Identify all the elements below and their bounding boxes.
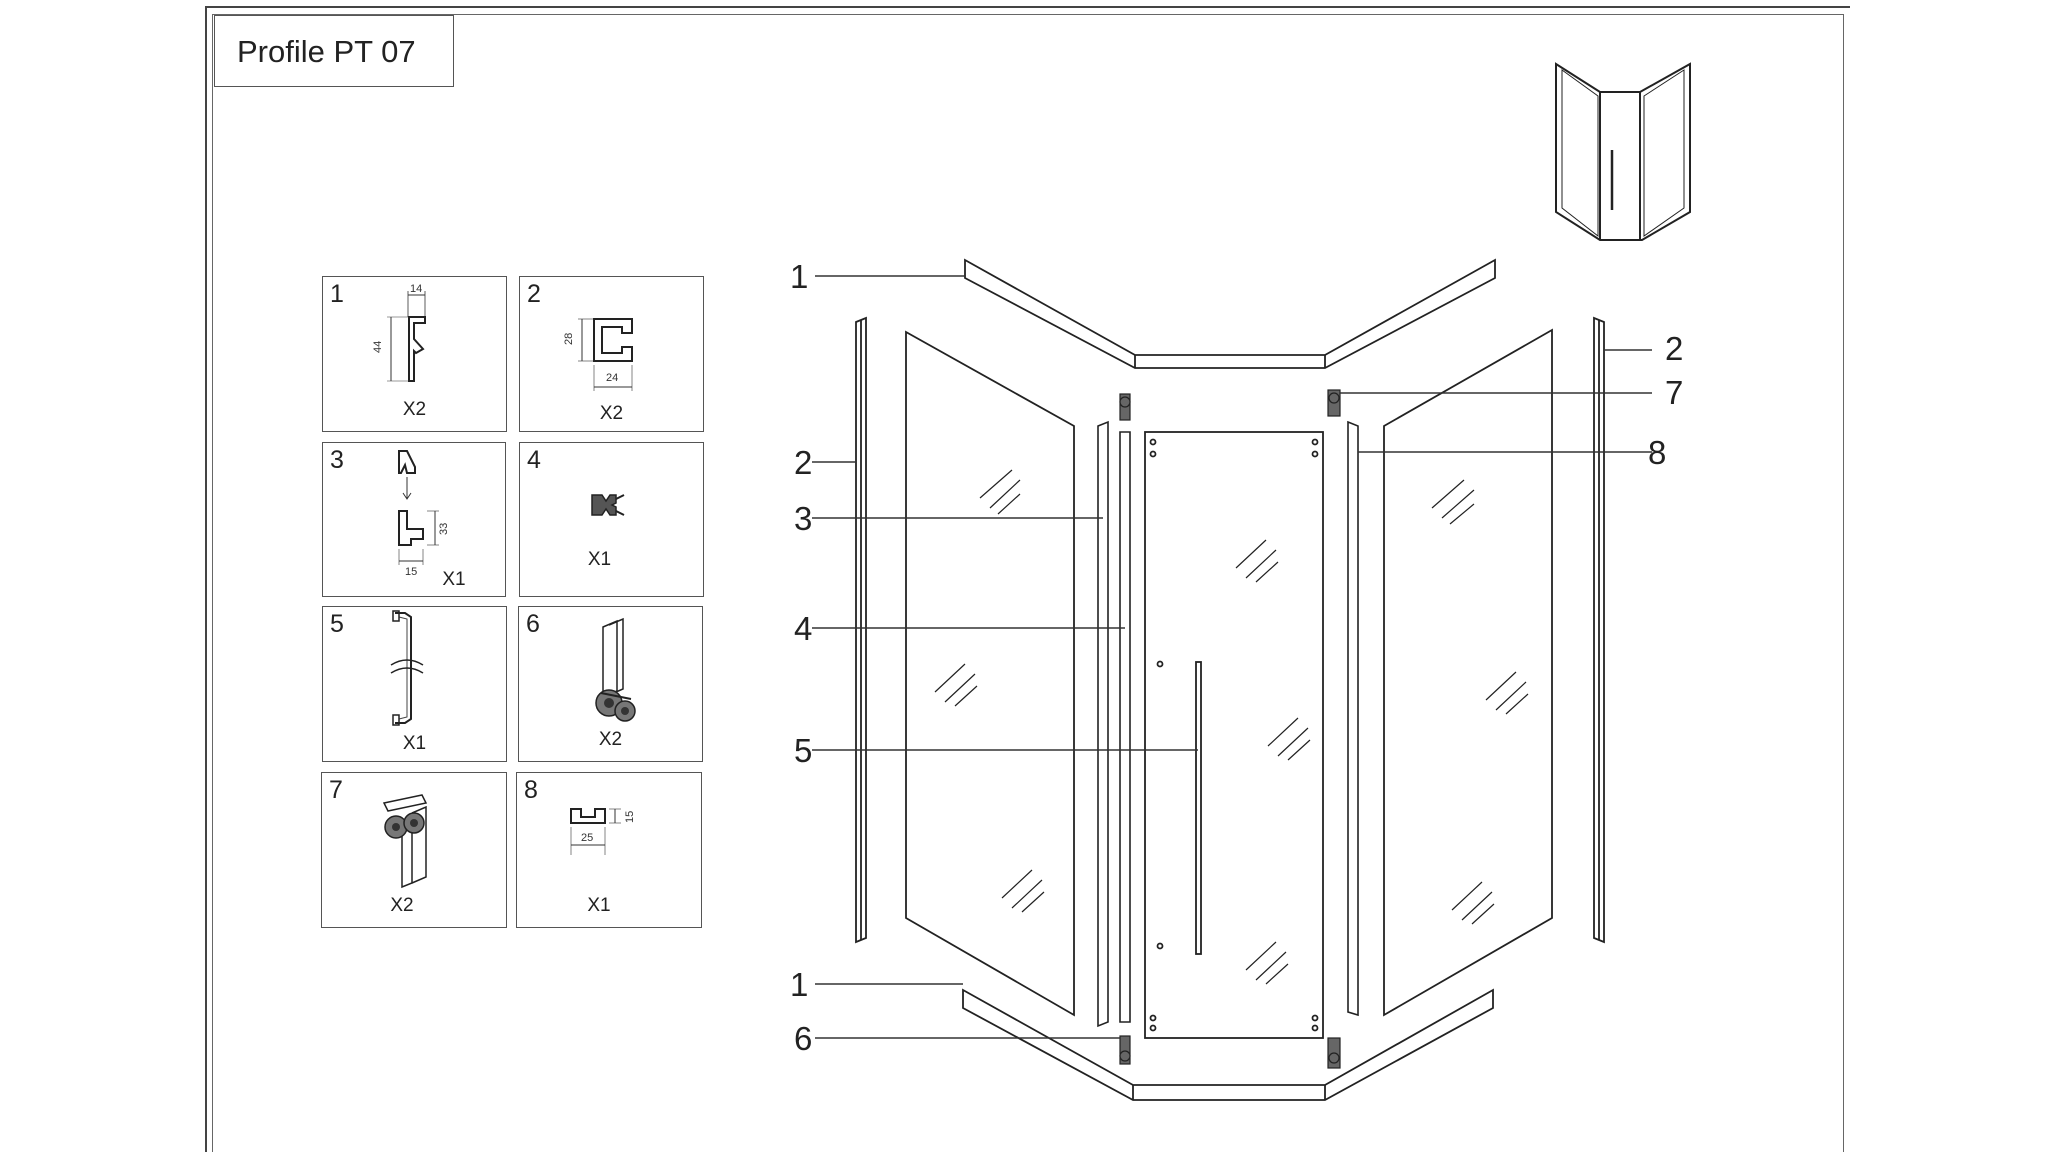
part-cell-1: 1 14 44 X2 [322,276,507,432]
part-number: 5 [330,610,344,638]
callout-4: 4 [794,610,813,647]
part-number: 3 [330,446,344,474]
right-wall-profile [1593,316,1605,944]
profile-1-drawing: 14 44 [372,283,426,382]
part-cell-2: 2 28 24 X2 [519,276,704,432]
dim-label: 25 [581,832,593,844]
part-cell-6: 6 X2 [518,606,703,762]
part-quantity: X2 [598,729,623,750]
part-number: 2 [527,280,541,308]
callout-5: 5 [794,732,813,769]
dim-label: 15 [624,811,636,823]
part-quantity: X2 [402,399,427,420]
right-fixed-glass [1383,328,1553,1017]
roller-6-drawing [595,617,636,722]
top-frame-profile [964,258,1496,369]
title-box: Profile PT 07 [214,15,454,87]
leader-lines [812,275,1652,1039]
callout-8: 8 [1648,434,1667,471]
sliding-door-glass [1144,431,1324,1039]
callout-6: 6 [794,1020,813,1057]
callout-1-top: 1 [790,258,809,295]
dim-label: 14 [410,283,422,295]
sheet-inner-border-left [212,14,213,1152]
part-quantity: X2 [599,403,624,424]
page-title: Profile PT 07 [237,34,416,69]
left-wall-profile [855,316,867,944]
left-fixed-glass [905,330,1075,1017]
profile-2-drawing: 28 24 [563,318,633,391]
top-rollers [1119,389,1341,421]
right-door-profile [1347,420,1359,1017]
dim-label: 44 [372,341,384,353]
part-number: 4 [527,446,541,474]
sheet-inner-border-right [1843,14,1844,1152]
part-cell-5: 5 X1 [322,606,507,762]
part-number: 6 [526,610,540,638]
part-cell-7: 7 X2 [321,772,507,928]
callout-7: 7 [1665,374,1684,411]
part-cell-4: 4 X1 [519,442,704,597]
handle-5-drawing [390,610,424,726]
part-number: 7 [329,776,343,804]
left-door-profiles [1097,420,1131,1028]
part-quantity: X1 [587,549,612,570]
part-quantity: X2 [390,895,414,916]
callout-3: 3 [794,500,813,537]
roller-7-drawing [382,794,428,889]
assembled-thumbnail [1555,62,1691,241]
part-quantity: X1 [442,569,466,590]
sheet-border-top [205,6,1850,8]
part-quantity: X1 [587,895,611,916]
gasket-4-drawing [591,494,625,516]
part-number: 1 [330,280,344,308]
part-quantity: X1 [402,733,427,754]
dim-label: 15 [405,566,417,578]
callout-1-bottom: 1 [790,966,809,1003]
part-number: 8 [524,776,538,804]
dim-label: 24 [606,372,618,384]
callout-2-left: 2 [794,444,813,481]
sheet-border-left [205,6,207,1152]
dim-label: 33 [438,523,450,535]
profile-8-drawing: 15 25 [570,808,636,855]
part-cell-3: 3 33 15 X1 [322,442,506,597]
bottom-rollers [1119,1035,1341,1069]
profile-3-drawing: 33 15 [398,450,450,578]
part-cell-8: 8 15 25 X1 [516,772,702,928]
callout-2-right: 2 [1665,330,1684,367]
dim-label: 28 [563,333,575,345]
sheet-inner-border-top [212,14,1844,15]
